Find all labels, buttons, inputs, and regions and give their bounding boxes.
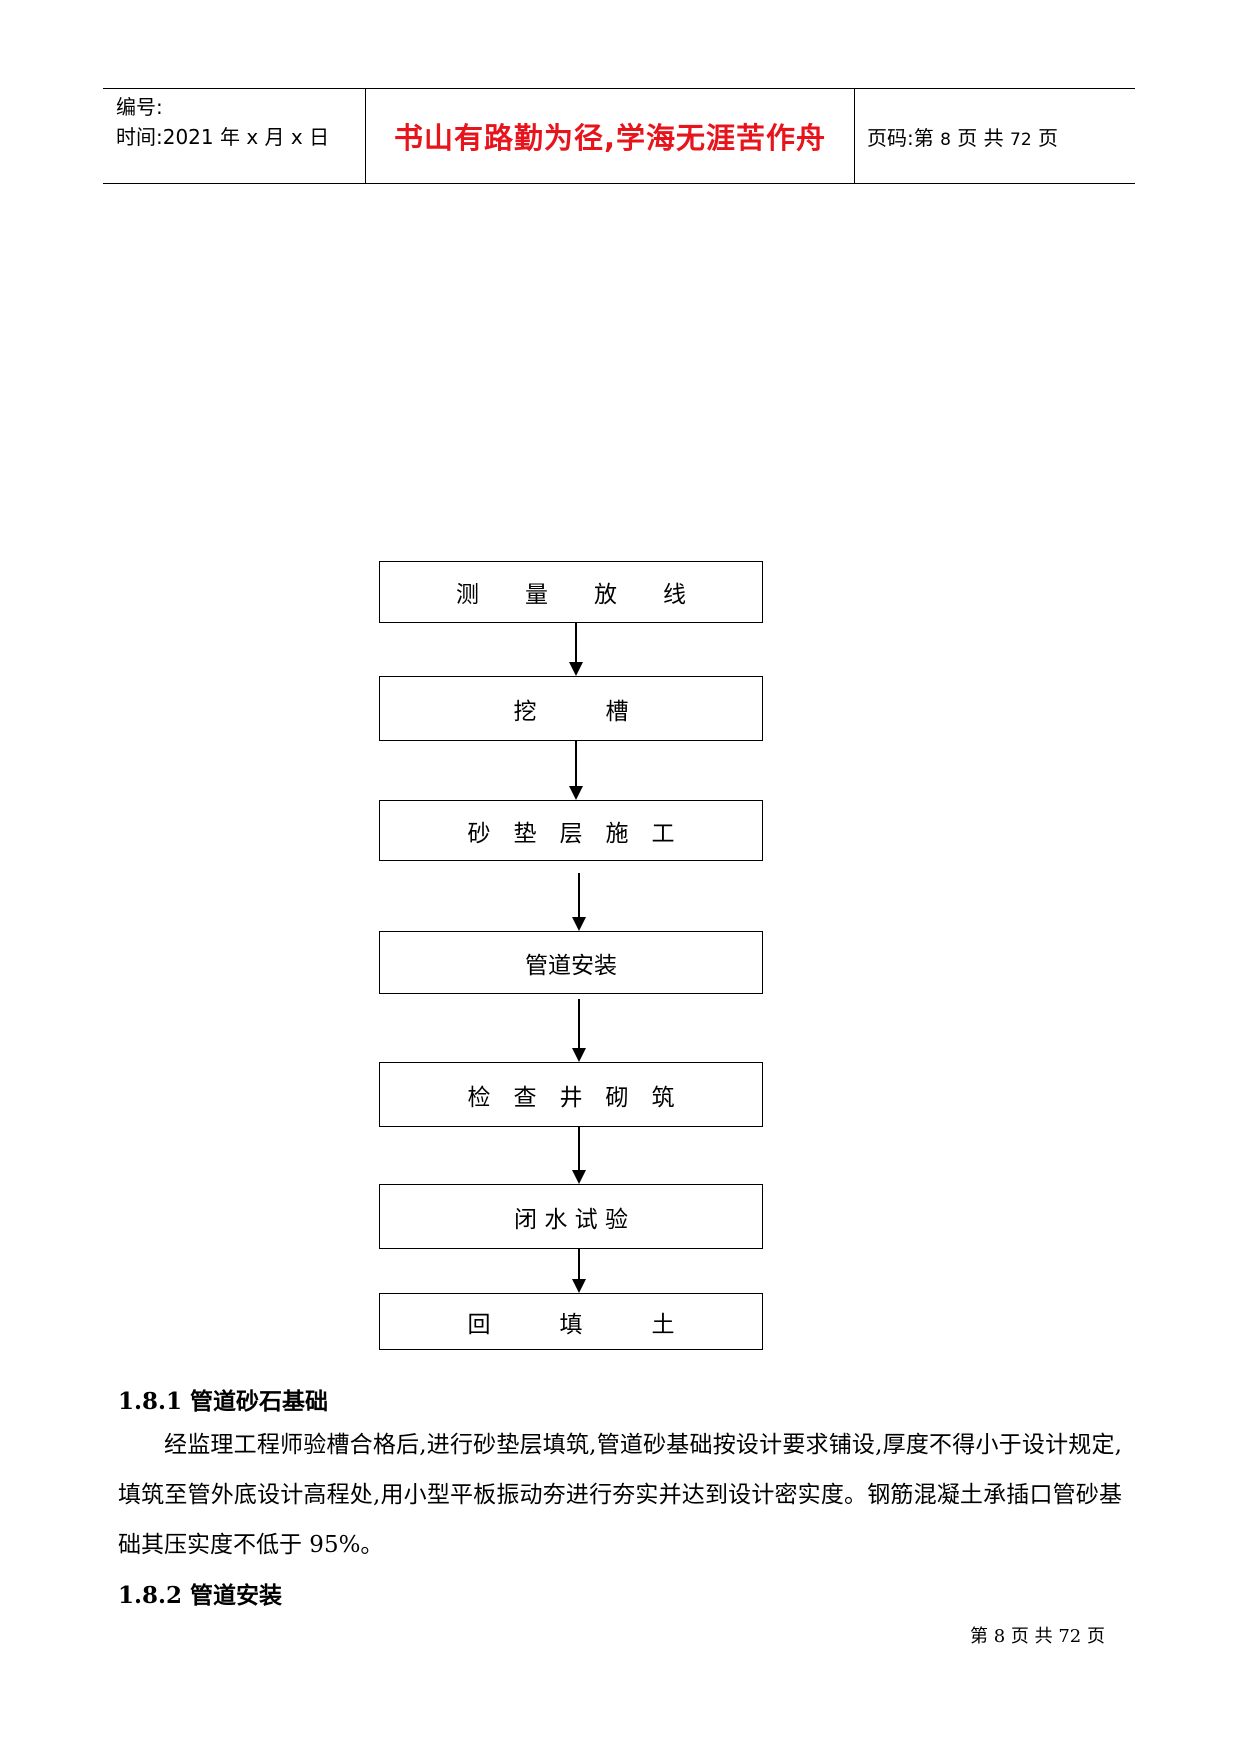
flow-arrow (571, 873, 587, 931)
section-body: 经监理工程师验槽合格后,进行砂垫层填筑,管道砂基础按设计要求铺设,厚度不得小于设… (118, 1420, 1122, 1570)
flow-step-trench: 挖 槽 (379, 676, 763, 741)
section-heading: 1.8.1 管道砂石基础 (118, 1388, 329, 1415)
flow-step-survey: 测 量 放 线 (379, 561, 763, 623)
serial-label: 编号: (116, 95, 163, 119)
motto: 书山有路勤为径,学海无涯苦作舟 (393, 121, 827, 155)
flow-arrow (571, 999, 587, 1062)
header-page-cell: 页码:第 8 页 共 72 页 (855, 89, 1135, 183)
date-label: 时间:2021 年 x 月 x 日 (116, 125, 330, 149)
page-header: 编号: 时间:2021 年 x 月 x 日 书山有路勤为径,学海无涯苦作舟 页码… (103, 88, 1135, 184)
flow-step-backfill: 回 填 土 (379, 1293, 763, 1350)
page-number-label: 页码:第 8 页 共 72 页 (867, 125, 1059, 150)
flow-step-sand-bed: 砂 垫 层 施 工 (379, 800, 763, 861)
page-footer: 第 8 页 共 72 页 (970, 1626, 1105, 1647)
flow-step-pipe-install: 管道安装 (379, 931, 763, 994)
flow-arrow (568, 741, 584, 800)
flow-arrow (571, 1127, 587, 1184)
paragraph: 经监理工程师验槽合格后,进行砂垫层填筑,管道砂基础按设计要求铺设,厚度不得小于设… (118, 1432, 1122, 1558)
header-info-cell: 编号: 时间:2021 年 x 月 x 日 (103, 89, 366, 183)
flow-arrow (568, 623, 584, 676)
header-motto-cell: 书山有路勤为径,学海无涯苦作舟 (366, 89, 855, 183)
section-heading: 1.8.2 管道安装 (118, 1582, 283, 1609)
flow-step-manhole: 检 查 井 砌 筑 (379, 1062, 763, 1127)
flow-step-water-test: 闭 水 试 验 (379, 1184, 763, 1249)
flow-arrow (571, 1249, 587, 1293)
